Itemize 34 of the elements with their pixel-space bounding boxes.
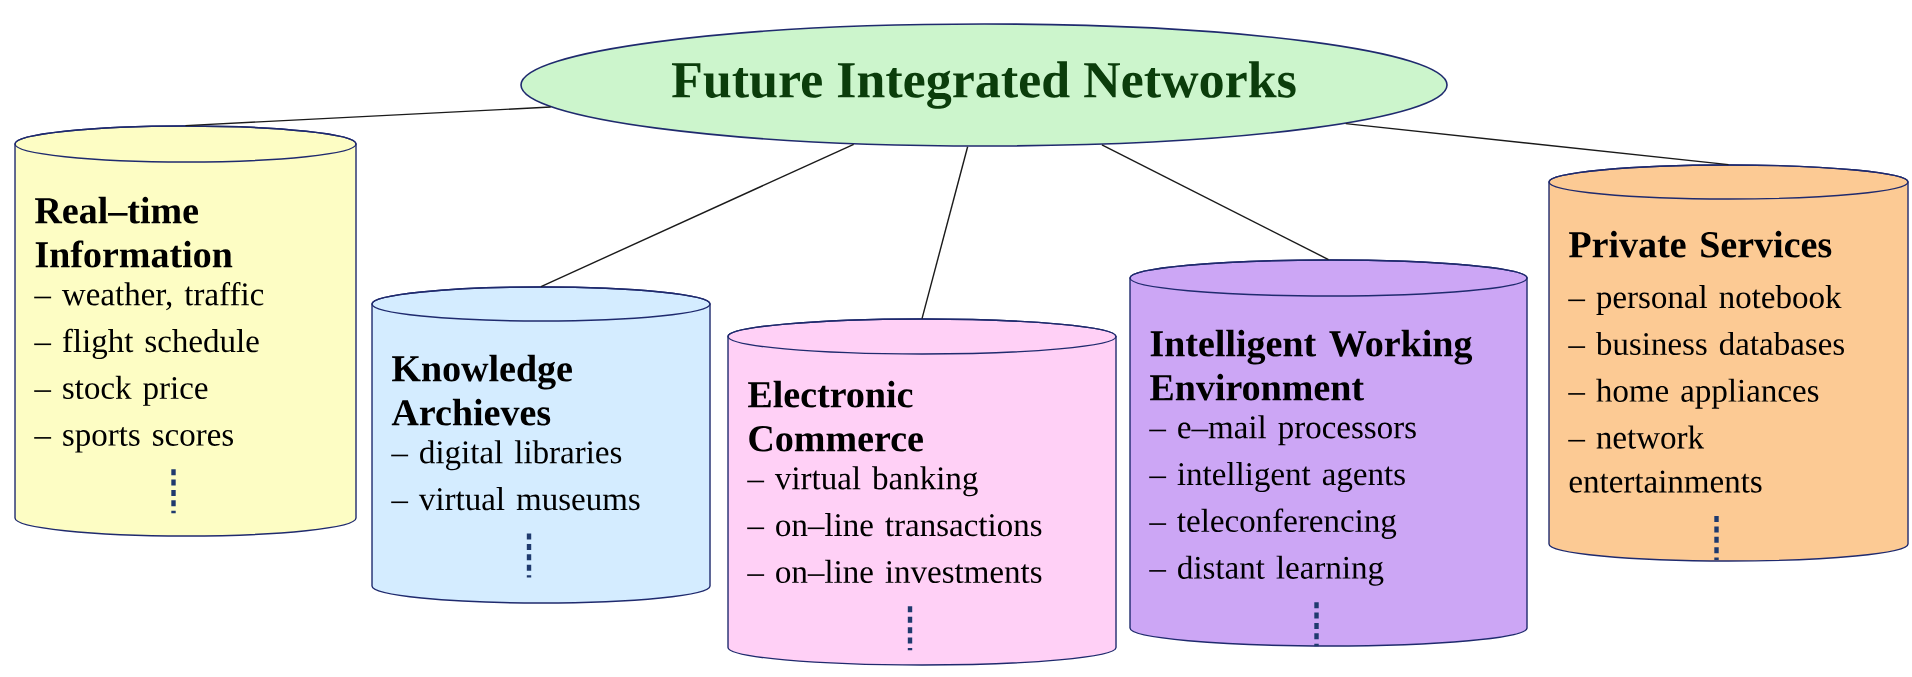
list-item: – weather, traffic: [34, 281, 264, 311]
list-item: – network entertainments: [1568, 425, 1762, 493]
connector-line: [540, 143, 855, 288]
cylinder-heading: Real–time Information: [35, 196, 233, 268]
list-item: – on–line transactions: [747, 513, 1042, 537]
connector-line: [921, 146, 969, 320]
title-text: Future Integrated Networks: [672, 61, 1296, 109]
list-item: – virtual banking: [747, 466, 978, 497]
cylinder: [14, 125, 357, 537]
list-item: – intelligent agents: [1149, 462, 1405, 493]
connector-line: [1345, 122, 1730, 166]
list-item: – stock price: [34, 375, 208, 406]
list-item: – e–mail processors: [1149, 415, 1416, 446]
list-item: – flight schedule: [34, 328, 259, 360]
connector-line: [184, 106, 552, 127]
list-item: – distant learning: [1149, 555, 1384, 586]
cylinder-heading: Electronic Commerce: [748, 380, 923, 452]
cylinder-heading: Private Services: [1569, 230, 1832, 258]
list-item: – personal notebook: [1568, 285, 1842, 316]
list-item: – digital libraries: [391, 440, 622, 471]
list-item: – business databases: [1568, 331, 1844, 356]
connector-line: [1101, 144, 1330, 261]
list-item: – sports scores: [34, 427, 233, 453]
network-ellipse: [520, 23, 1448, 147]
list-item: – teleconferencing: [1149, 508, 1397, 539]
cylinder: [371, 286, 711, 604]
list-item: – on–line investments: [747, 559, 1042, 584]
cylinder-heading: Knowledge Archieves: [391, 354, 572, 426]
list-item: – virtual museums: [391, 487, 640, 511]
cylinder-heading: Intelligent Working Environment: [1150, 329, 1473, 401]
cylinder: [1129, 259, 1528, 647]
cylinder: [727, 318, 1117, 666]
cylinder: [1548, 164, 1909, 562]
list-item: – home appliances: [1568, 378, 1819, 409]
